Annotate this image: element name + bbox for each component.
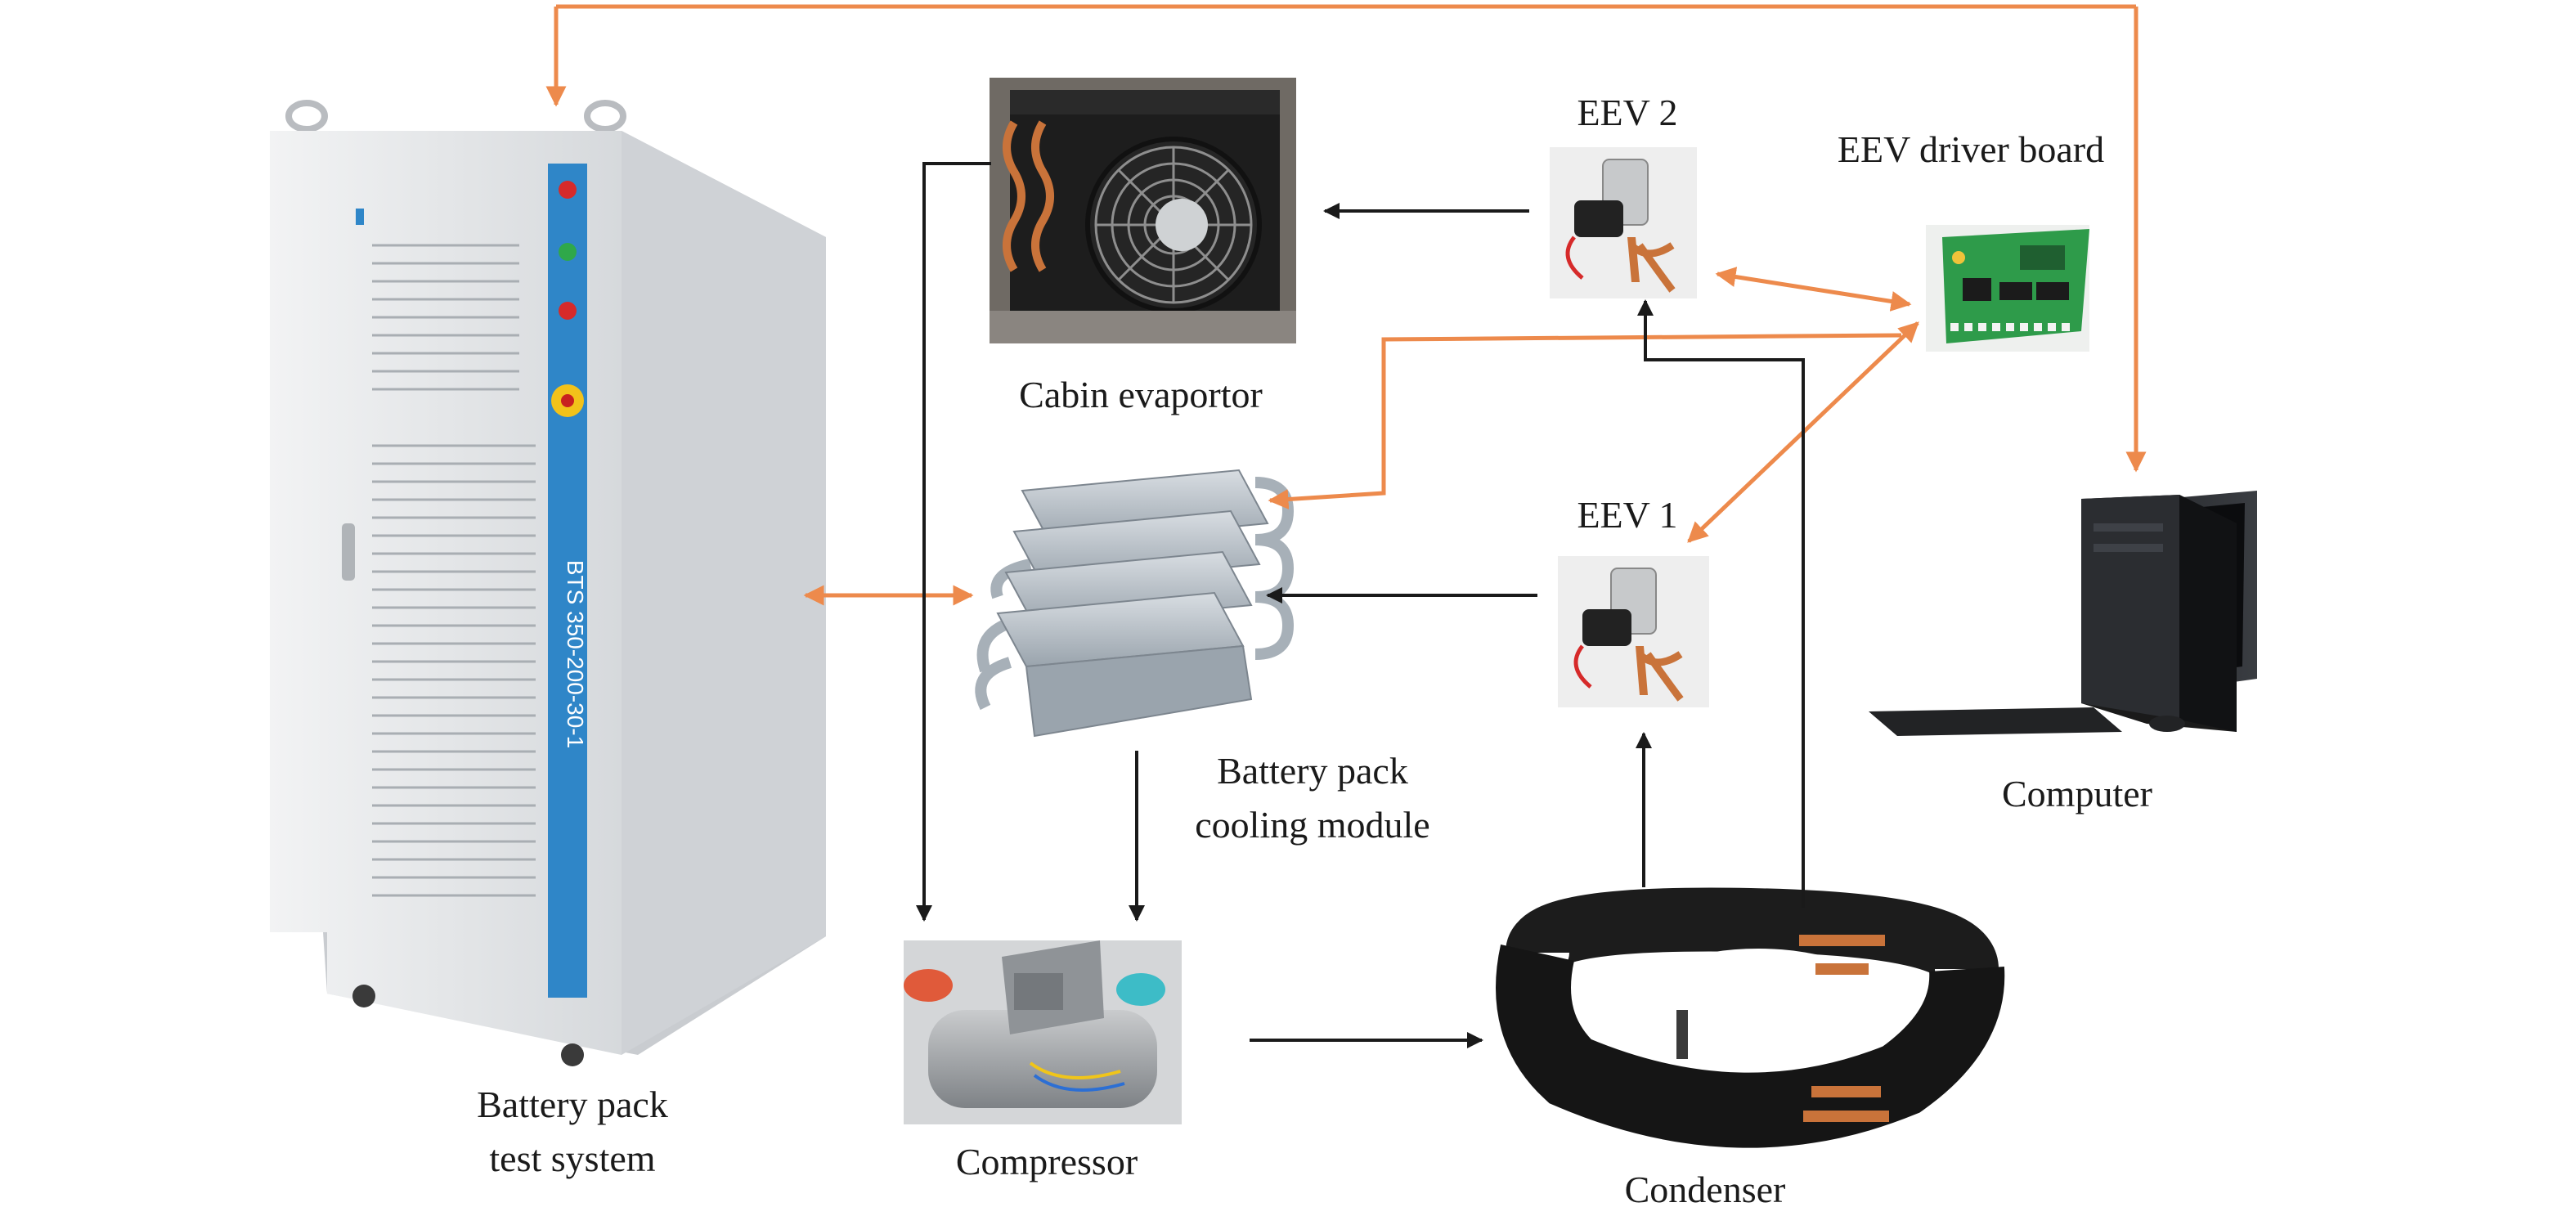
cabin-evaporator-label: Cabin evaportor xyxy=(1019,374,1263,415)
eev1-label: EEV 1 xyxy=(1577,494,1678,536)
evaporator-to-compressor-line xyxy=(916,162,991,922)
cabin-evaporator-image xyxy=(990,78,1296,343)
condenser-label: Condenser xyxy=(1624,1169,1786,1210)
model-label: BTS 350-200-30-1 xyxy=(563,560,588,748)
eev-2-image xyxy=(1550,147,1697,298)
compressor-label: Compressor xyxy=(955,1141,1138,1182)
eev2-label: EEV 2 xyxy=(1577,92,1678,133)
refrigerant-connections xyxy=(916,162,1805,1048)
test-system-label-line2: test system xyxy=(489,1138,656,1179)
test-system-label: Battery pack test system xyxy=(409,1078,736,1186)
test-system-cabinet: BTS 350-200-30-1 xyxy=(270,100,826,1066)
test-system-label-line1: Battery pack xyxy=(477,1084,668,1125)
svg-text:BTS 350-200-30-1: BTS 350-200-30-1 xyxy=(563,560,588,748)
cooling-module-label: Battery pack cooling module xyxy=(1129,744,1497,852)
computer-label: Computer xyxy=(2002,773,2152,814)
condenser-to-eev2-line xyxy=(1637,299,1805,908)
condenser-image xyxy=(1496,887,2005,1148)
board-cooling-module-line xyxy=(1268,333,1902,510)
eev-1-image xyxy=(1558,556,1709,707)
board-eev2-arrow xyxy=(1715,267,1912,312)
compressor-image xyxy=(904,940,1182,1124)
cooling-module-label-line2: cooling module xyxy=(1195,804,1430,846)
cooling-module-image xyxy=(975,469,1295,738)
signal-connections xyxy=(545,4,2147,606)
computer-image xyxy=(1869,491,2257,736)
eev-driver-board-label: EEV driver board xyxy=(1837,128,2105,170)
cooling-module-label-line1: Battery pack xyxy=(1217,750,1408,792)
eev-driver-board-image xyxy=(1926,225,2089,352)
